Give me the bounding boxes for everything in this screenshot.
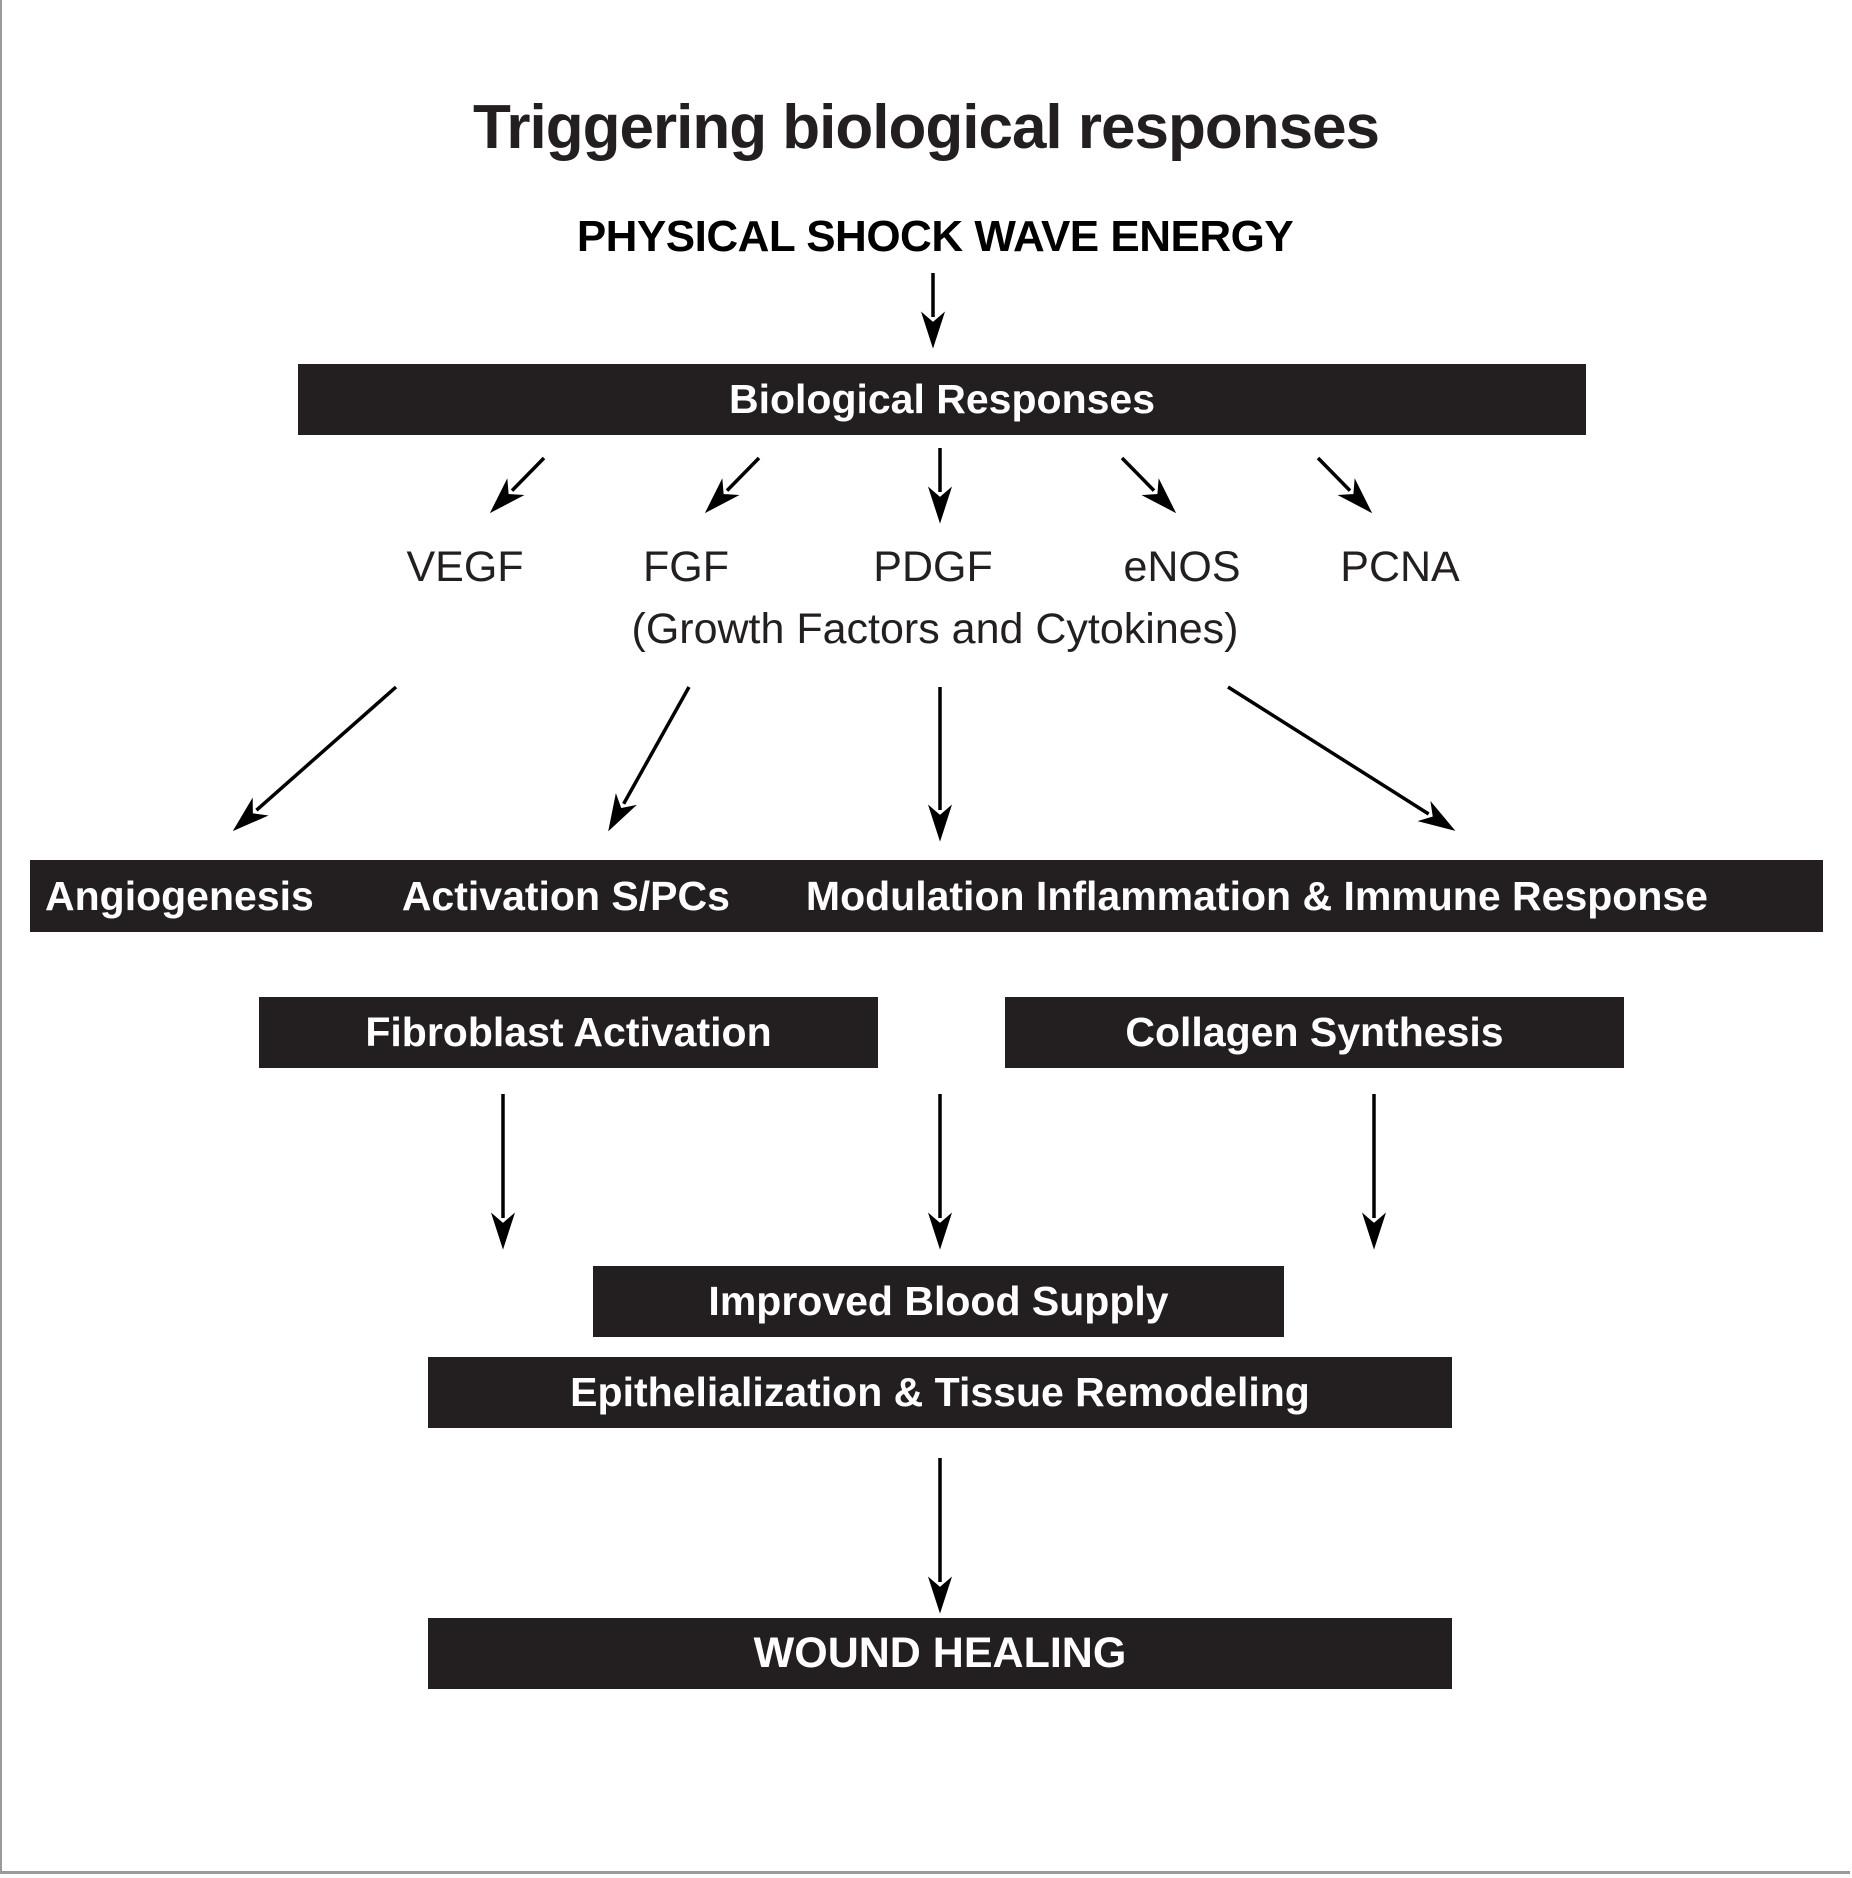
wound-healing-box: WOUND HEALING <box>428 1618 1452 1689</box>
improved-blood-supply-box: Improved Blood Supply <box>593 1266 1284 1337</box>
biological-responses-label: Biological Responses <box>728 376 1156 422</box>
factor-fgf: FGF <box>643 543 729 591</box>
epithelialization-label: Epithelialization & Tissue Remodeling <box>570 1369 1310 1415</box>
factor-pcna: PCNA <box>1340 543 1460 591</box>
outcome-activation-spcs: Activation S/PCs <box>401 872 730 919</box>
factors-caption: (Growth Factors and Cytokines) <box>631 605 1239 653</box>
factor-vegf: VEGF <box>406 543 524 591</box>
source-label: PHYSICAL SHOCK WAVE ENERGY <box>576 212 1294 261</box>
collagen-synthesis-box: Collagen Synthesis <box>1005 997 1624 1068</box>
factor-pdgf: PDGF <box>873 543 993 591</box>
collagen-synthesis-label: Collagen Synthesis <box>1125 1009 1504 1055</box>
wound-healing-label: WOUND HEALING <box>753 1629 1127 1677</box>
factor-enos: eNOS <box>1123 543 1241 591</box>
outcome-angiogenesis: Angiogenesis <box>45 872 314 919</box>
fibroblast-activation-label: Fibroblast Activation <box>365 1009 772 1055</box>
epithelialization-box: Epithelialization & Tissue Remodeling <box>428 1357 1452 1428</box>
outcomes-bar: Angiogenesis Activation S/PCs Modulation… <box>30 860 1823 932</box>
improved-blood-supply-label: Improved Blood Supply <box>708 1278 1169 1324</box>
fibroblast-activation-box: Fibroblast Activation <box>259 997 878 1068</box>
outcome-modulation-inflammation: Modulation Inflammation & Immune Respons… <box>805 872 1708 919</box>
biological-responses-box: Biological Responses <box>298 364 1586 435</box>
diagram-title: Triggering biological responses <box>472 93 1380 162</box>
